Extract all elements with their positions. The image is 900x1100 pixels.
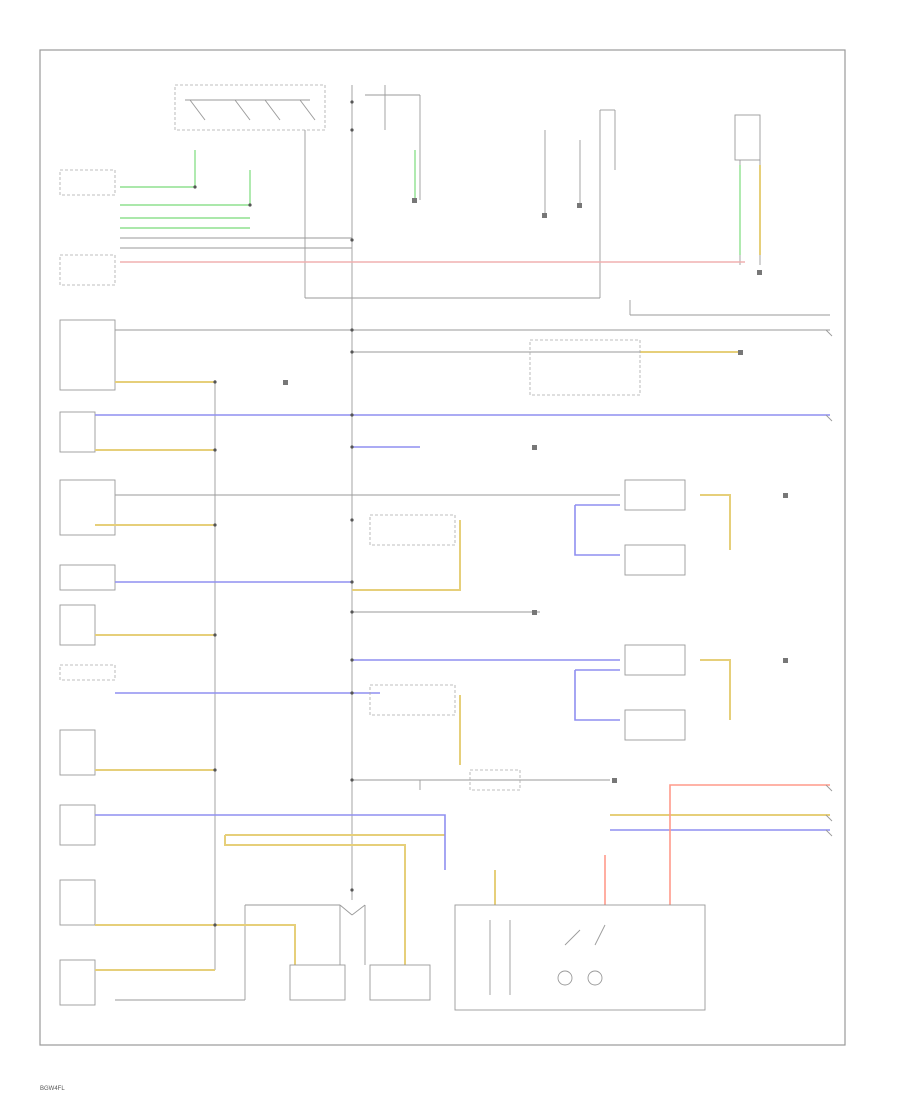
left-components [59, 169, 116, 1006]
wire-continuation-marks [825, 329, 833, 837]
page-code: BGW4FL [40, 1086, 65, 1092]
yellow-wires [95, 165, 830, 971]
gray-wires [115, 237, 830, 1001]
diagram-frame [39, 49, 846, 1046]
junction-dots [193, 100, 354, 927]
module-boxes [289, 339, 706, 1011]
ground-terminals [283, 198, 788, 783]
red-wires [120, 261, 830, 905]
blue-wires [95, 414, 830, 870]
green-signal-wires [120, 150, 741, 255]
top-switch-assembly [174, 84, 761, 900]
